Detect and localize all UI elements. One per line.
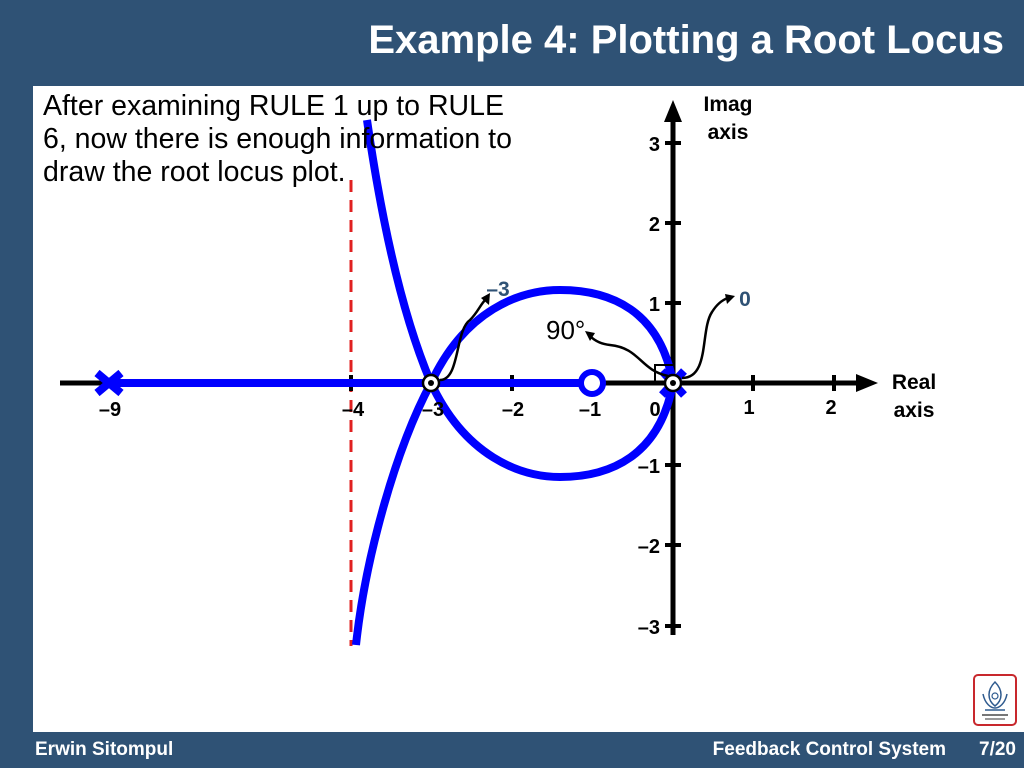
body-text: After examining RULE 1 up to RULE 6, now… (43, 90, 512, 188)
imag-axis-label: axis (708, 121, 749, 144)
slide-title: Example 4: Plotting a Root Locus (368, 18, 1004, 62)
leader-angle (589, 335, 669, 378)
x-tick-label: –9 (99, 399, 121, 421)
breakaway-point-center (428, 380, 434, 386)
origin-annotation: 0 (739, 288, 751, 311)
real-axis-arrow (856, 374, 878, 392)
content-panel: After examining RULE 1 up to RULE 6, now… (33, 86, 1024, 732)
x-tick-label: 0 (649, 399, 660, 421)
root-locus-plot: –9 –4 –3 –2 –1 0 1 2 3 2 1 –1 –2 –3 Imag… (60, 93, 936, 646)
pole-marker (94, 369, 124, 397)
y-tick-label: 1 (649, 294, 660, 316)
leader-origin-arrowhead (725, 294, 735, 304)
breakaway-point-center (670, 380, 676, 386)
x-tick-label: 2 (825, 397, 836, 419)
y-tick-label: –2 (638, 536, 660, 558)
x-tick-label: 1 (743, 397, 754, 419)
locus-branch-lower (352, 381, 435, 646)
leader-breakaway (439, 298, 487, 382)
footer-author: Erwin Sitompul (35, 739, 174, 760)
x-tick-label: –1 (579, 399, 601, 421)
footer-course: Feedback Control System (712, 739, 946, 760)
y-tick-label: 2 (649, 214, 660, 236)
x-tick-label: –3 (422, 399, 444, 421)
zero-marker (578, 369, 606, 397)
imag-axis-arrow (664, 100, 682, 122)
leader-origin (681, 296, 729, 380)
real-axis-label: axis (894, 399, 935, 422)
leader-breakaway-arrowhead (481, 293, 490, 305)
breakaway-annotation: –3 (486, 278, 509, 301)
y-tick-label: 3 (649, 134, 660, 156)
university-logo (973, 674, 1017, 726)
y-tick-label: –3 (638, 617, 660, 639)
imag-axis-label: Imag (703, 93, 752, 116)
real-axis-label: Real (892, 371, 936, 394)
locus-circle-upper (427, 285, 677, 385)
right-angle-marker (654, 364, 673, 383)
x-tick-label: –2 (502, 399, 524, 421)
x-tick-label: –4 (342, 399, 365, 421)
footer-page-number: 7/20 (979, 739, 1016, 760)
angle-annotation: 90° (546, 315, 585, 345)
locus-circle-lower (427, 381, 677, 482)
slide-footer: Erwin Sitompul Feedback Control System 7… (0, 733, 1024, 768)
leader-angle-arrowhead (585, 331, 595, 341)
y-tick-label: –1 (638, 456, 660, 478)
locus-branch-upper (363, 119, 435, 385)
